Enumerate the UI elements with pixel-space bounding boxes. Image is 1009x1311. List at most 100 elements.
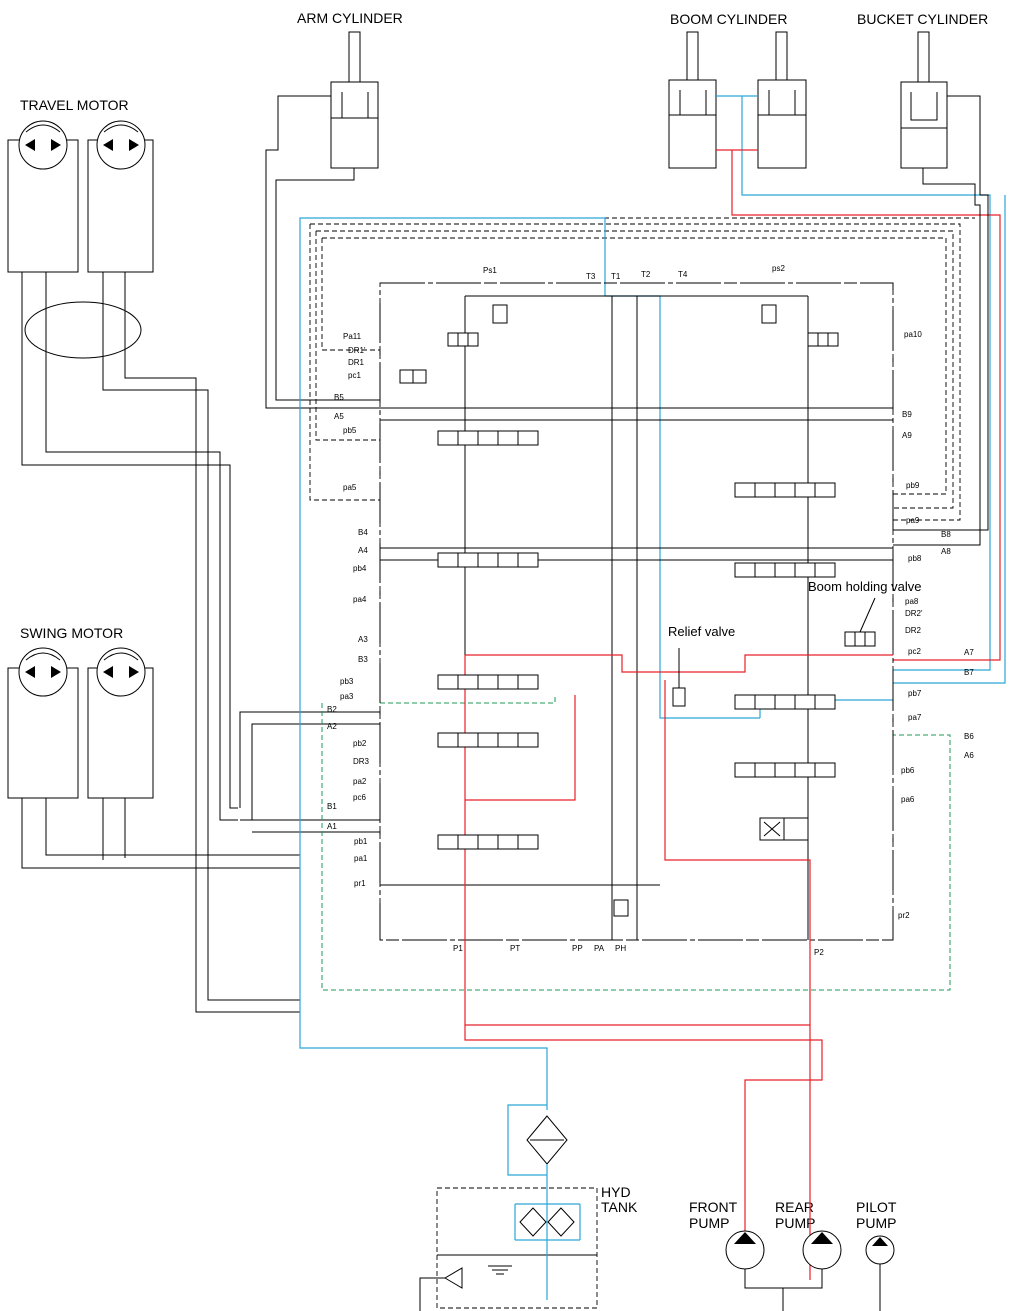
arm-cylinder	[330, 31, 379, 169]
port-label-pb4: pb4	[353, 564, 367, 573]
spool-valve-6	[734, 762, 836, 778]
ps2-reducing-valve	[761, 304, 777, 324]
port-label-pa7: pa7	[908, 713, 922, 722]
port-label-a1: A1	[327, 822, 337, 831]
port-label-ps2: ps2	[772, 264, 785, 273]
port-label-p2: P2	[814, 948, 824, 957]
port-label-pa2: pa2	[353, 777, 367, 786]
spool-valve-9	[734, 482, 836, 498]
travel-hose-bundle	[24, 301, 142, 359]
port-label-dr2p: DR2'	[905, 609, 923, 618]
port-label-pb8: pb8	[908, 554, 922, 563]
port-label-pt: PT	[510, 944, 520, 953]
port-label-pp: PP	[572, 944, 583, 953]
port-label-t3: T3	[586, 272, 596, 281]
arm-cylinder-label: ARM CYLINDER	[297, 10, 403, 26]
port-label-b9: B9	[902, 410, 912, 419]
return-filter	[507, 1104, 568, 1300]
pilot-pump-label-2: PUMP	[856, 1215, 896, 1231]
port-label-pa3: pa3	[340, 692, 354, 701]
port-label-pb9: pb9	[906, 481, 920, 490]
spool-valve-2	[437, 732, 539, 748]
port-label-pa4: pa4	[353, 595, 367, 604]
swing-motor-left	[7, 647, 79, 799]
relief-valve-label: Relief valve	[668, 624, 735, 639]
port-label-b6: B6	[964, 732, 974, 741]
port-label-pa8: pa8	[905, 597, 919, 606]
boom-holding-valve-label: Boom holding valve	[808, 579, 921, 594]
port-label-pc6: pc6	[353, 793, 366, 802]
pump-drive-lines	[744, 1264, 881, 1311]
port-label-ps1: Ps1	[483, 266, 497, 275]
port-label-pa11: Pa11	[343, 332, 362, 341]
hyd-tank-label-2: TANK	[601, 1199, 638, 1215]
arm-hoses	[265, 95, 380, 409]
front-pump-label-2: PUMP	[689, 1215, 729, 1231]
port-label-dr1: DR1	[348, 358, 365, 367]
rear-pump-label-1: REAR	[775, 1199, 814, 1215]
port-label-pa5: pa5	[343, 483, 357, 492]
port-label-pa9: pa9	[906, 516, 920, 525]
port-label-pr2: pr2	[898, 911, 910, 920]
port-label-pc1: pc1	[348, 371, 361, 380]
rear-pump	[802, 1230, 842, 1270]
port-label-t2: T2	[641, 270, 651, 279]
port-label-b2: B2	[327, 705, 337, 714]
bucket-cylinder-label: BUCKET CYLINDER	[857, 11, 988, 27]
return-lines	[299, 195, 1006, 1110]
front-pump	[725, 1230, 765, 1270]
port-label-dr3: DR3	[353, 757, 370, 766]
port-label-pb7: pb7	[908, 689, 922, 698]
spool-valve-pa11	[447, 332, 479, 347]
port-label-pr1: pr1	[354, 879, 366, 888]
hyd-tank-label-1: HYD	[601, 1184, 631, 1200]
spool-valve-8	[734, 562, 836, 578]
port-label-pa10: pa10	[904, 330, 922, 339]
port-label-b8: B8	[941, 530, 951, 539]
bucket-hoses	[893, 95, 989, 546]
port-label-p1: P1	[453, 944, 463, 953]
spool-valve-pa10	[807, 332, 839, 347]
spool-valve-1	[437, 834, 539, 850]
port-label-pc2: pc2	[908, 647, 921, 656]
port-label-ph: PH	[615, 944, 626, 953]
travel-hoses	[21, 272, 300, 1013]
port-label-pa1: pa1	[354, 854, 368, 863]
swing-motor-right	[87, 647, 154, 799]
port-label-a6: A6	[964, 751, 974, 760]
ps1-reducing-valve	[492, 304, 508, 324]
boom-holding-valve	[844, 597, 876, 647]
relief-valve	[672, 648, 686, 707]
pilot-pump	[865, 1235, 895, 1265]
port-label-b5: B5	[334, 393, 344, 402]
port-label-pb5: pb5	[343, 426, 357, 435]
port-label-a4: A4	[358, 546, 368, 555]
port-label-pb3: pb3	[340, 677, 354, 686]
port-label-t1: T1	[611, 272, 621, 281]
travel-motor-label: TRAVEL MOTOR	[20, 97, 129, 113]
port-label-a9: A9	[902, 431, 912, 440]
port-label-dr2: DR2	[905, 626, 922, 635]
hyd-tank	[419, 1187, 598, 1311]
control-valve-block	[379, 282, 894, 941]
travel-motor-right	[87, 120, 154, 273]
straight-travel-valve	[759, 817, 809, 841]
port-label-pb2: pb2	[353, 739, 367, 748]
green-pilot-loop	[321, 703, 951, 991]
swing-hoses	[21, 711, 380, 869]
port-label-a5: A5	[334, 412, 344, 421]
port-label-pa6: pa6	[901, 795, 915, 804]
port-label-pb1: pb1	[354, 837, 368, 846]
port-label-b7: B7	[964, 668, 974, 677]
port-label-b4: B4	[358, 528, 368, 537]
port-label-dr1p: DR1'	[348, 346, 366, 355]
port-label-a8: A8	[941, 547, 951, 556]
front-pump-label-1: FRONT	[689, 1199, 738, 1215]
bucket-cylinder	[900, 31, 948, 169]
spool-valve-7	[734, 694, 836, 710]
port-labels: Ps1 T3 T1 T2 T4 ps2 Pa11 DR1' DR1 pc1 B5…	[327, 264, 974, 957]
port-label-a7: A7	[964, 648, 974, 657]
port-label-a2: A2	[327, 722, 337, 731]
spool-valve-3	[437, 674, 539, 690]
